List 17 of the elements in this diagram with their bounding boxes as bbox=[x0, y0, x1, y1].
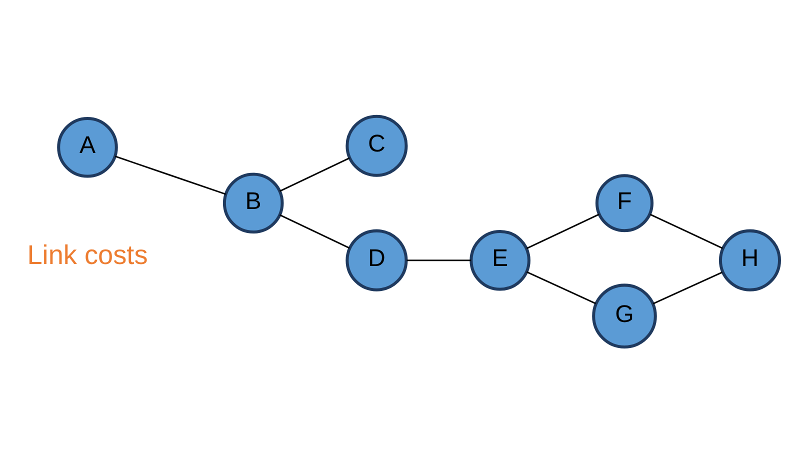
node-circle: H bbox=[718, 229, 782, 292]
connector bbox=[279, 214, 350, 249]
node-circle: A bbox=[57, 116, 118, 178]
connector bbox=[114, 156, 226, 195]
connector bbox=[526, 271, 596, 304]
node-circle: F bbox=[595, 174, 654, 232]
connector bbox=[650, 214, 723, 249]
node-circle: C bbox=[346, 114, 408, 177]
label: Link costs bbox=[27, 238, 148, 270]
node-circle: B bbox=[222, 172, 284, 234]
node-circle: E bbox=[470, 230, 530, 291]
node-circle: G bbox=[592, 284, 657, 348]
connector bbox=[526, 214, 600, 250]
connector bbox=[406, 260, 472, 262]
node-circle: D bbox=[346, 229, 408, 292]
connector bbox=[279, 157, 350, 192]
connector bbox=[652, 272, 723, 304]
